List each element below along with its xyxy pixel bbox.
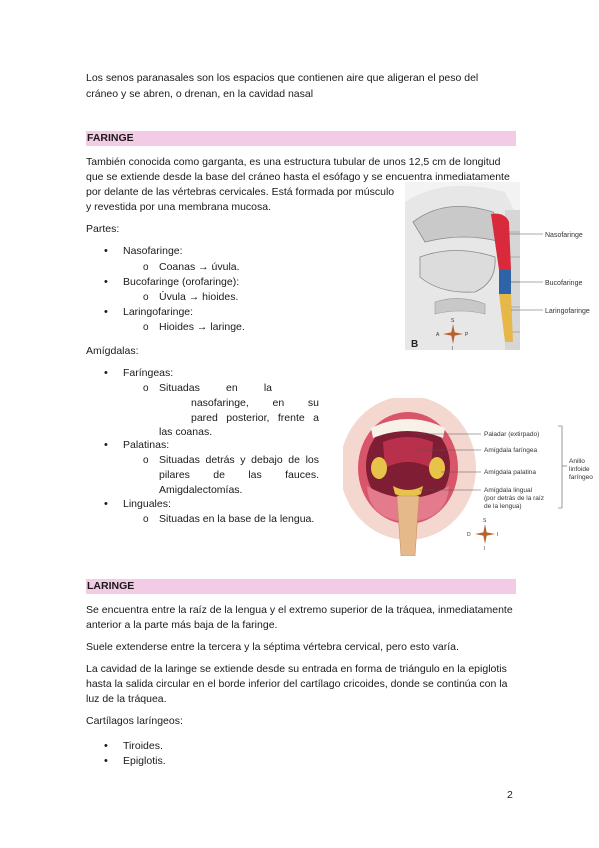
lingual-tonsil [393,486,423,497]
partes-label: Partes: [86,223,120,235]
label-bucofaringe: Bucofaringe [545,280,582,287]
faringeas-line-2: nasofaringe, en su [191,397,319,409]
pharynx-sagittal-figure: Nasofaringe Bucofaringe Laringofaringe B… [405,182,590,352]
label-amigdala-faringea: Amígdala faríngea [484,447,538,454]
svg-text:S: S [483,518,487,524]
laringe-c-line-3: luz de la tráquea. [86,693,167,705]
tonsils-mouth-figure: Paladar (extirpado) Amígdala faríngea Am… [343,398,593,556]
list-item-laringofaringe: Laringofaringe: [104,305,193,321]
section-heading-laringe: LARINGE [86,579,516,594]
oral-cavity-tongue [419,250,496,293]
sub-item-uvula: Úvula → hioides. [143,290,238,306]
oropharynx-region [499,270,511,294]
label-amigdala-lingual: Amígdala lingual [484,487,533,494]
sub-item-hioides: Hioides → laringe. [143,320,245,336]
list-item-tiroides: Tiroides. [104,739,163,755]
upper-teeth [371,419,445,438]
palatinas-line-2: pilares de las fauces. [159,469,319,481]
label-amigdala-lingual-3: de la lengua) [484,503,522,510]
svg-text:A: A [436,332,440,338]
palatinas-line-3: Amigdalectomías. [159,484,243,496]
label-laringofaringe: Laringofaringe [545,308,590,315]
laryngopharynx-region [499,294,513,342]
laringe-b-line-1: Suele extenderse entre la tercera y la s… [86,641,459,653]
hyoid-region [434,298,486,315]
amigdalas-label: Amígdalas: [86,345,139,357]
section-heading-faringe: FARINGE [86,131,516,146]
tongue-depressor [396,495,420,556]
label-faringeo: faríngeo [569,474,593,481]
svg-text:S: S [451,318,455,324]
label-paladar: Paladar (extirpado) [484,431,539,438]
label-nasofaringe: Nasofaringe [545,232,583,239]
faringe-paragraph-line-4: y revestida por una membrana mucosa. [86,201,272,213]
label-anillo: Anillo [569,458,585,465]
faringeas-line-1: Situadas en la [143,381,272,397]
page-number: 2 [507,789,513,801]
nasopharynx-region [491,213,511,270]
palatine-tonsil-right [429,457,445,479]
laringe-a-line-1: Se encuentra entre la raíz de la lengua … [86,604,513,616]
intro-line-2: cráneo y se abren, o drenan, en la cavid… [86,88,314,100]
list-item-bucofaringe: Bucofaringe (orofaringe): [104,275,239,291]
heading-laringe-text: LARINGE [87,580,135,592]
palatinas-line-1: Situadas detrás y debajo de los [143,453,319,469]
heading-faringe-text: FARINGE [87,132,134,144]
svg-text:P: P [465,332,469,338]
svg-text:D: D [467,532,471,538]
list-item-linguales: Linguales: [104,497,171,513]
faringeas-line-4: las coanas. [159,426,213,438]
figure-letter: B [411,339,418,350]
label-amigdala-lingual-2: (por detrás de la raíz [484,495,544,502]
laringe-c-line-1: La cavidad de la laringe se extiende des… [86,663,507,675]
bracket-anillo [558,425,563,509]
sub-item-coanas: Coanas → úvula. [143,260,239,276]
svg-text:I: I [452,346,453,352]
list-item-palatinas: Palatinas: [104,438,169,454]
cartilagos-label: Cartílagos laríngeos: [86,715,183,727]
faringe-paragraph-line-2: que se extiende desde la base del cráneo… [86,171,510,183]
label-linfoide: linfoide [569,466,590,473]
faringeas-line-3: pared posterior, frente a [191,412,319,424]
laringe-a-line-2: anterior a la parte más baja de la farin… [86,619,278,631]
compass-rose-icon: S D I I [467,518,498,552]
list-item-nasofaringe: Nasofaringe: [104,244,182,260]
list-item-faringeas: Faríngeas: [104,366,173,382]
svg-text:I: I [497,532,498,538]
laringe-c-line-2: hasta la salida circular en el borde inf… [86,678,508,690]
label-amigdala-palatina: Amígdala palatina [484,469,536,476]
intro-line-1: Los senos paranasales son los espacios q… [86,72,479,84]
list-item-epiglotis: Epiglotis. [104,754,165,770]
soft-palate-pharynx [383,437,433,468]
compass-rose-icon: S A P I [436,318,469,352]
faringe-paragraph-line-1: También conocida como garganta, es una e… [86,156,501,168]
palatine-tonsil-left [371,457,387,479]
linguales-line-1: Situadas en la base de la lengua. [143,512,314,528]
svg-text:I: I [484,546,485,552]
faringe-paragraph-line-3: por delante de las vértebras cervicales.… [86,186,395,198]
